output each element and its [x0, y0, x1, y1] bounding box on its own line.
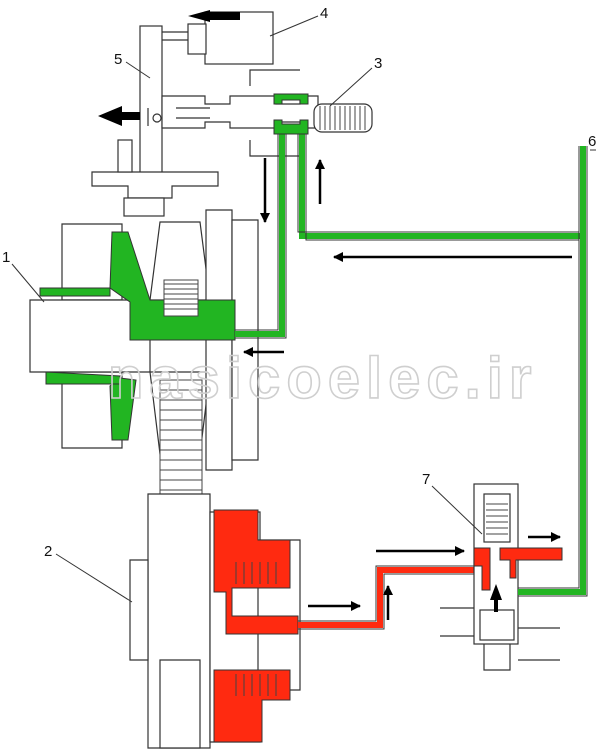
arrow-left-lever [98, 106, 140, 126]
drive-belt-upper [163, 279, 199, 317]
callout-3: 3 [374, 55, 382, 72]
pressure-regulator-7 [440, 483, 563, 671]
secondary-springs [235, 562, 277, 696]
leader-lines [11, 15, 596, 603]
callout-6: 6 [588, 133, 596, 150]
arrow-left-actuator [188, 10, 240, 22]
lever-5 [139, 25, 163, 189]
feed-line-6 [297, 128, 588, 597]
callout-7: 7 [422, 471, 430, 488]
flow-arrows [98, 10, 572, 620]
callout-5: 5 [114, 51, 122, 68]
watermark-text: nasicoelec.ir [108, 346, 537, 411]
arrow-up-regulator [490, 584, 502, 612]
callout-2: 2 [44, 543, 52, 560]
secondary-oil-chamber [213, 509, 474, 743]
callout-4: 4 [320, 5, 328, 22]
actuator-4 [160, 11, 274, 65]
valve-ports [273, 93, 309, 135]
callout-1: 1 [2, 249, 10, 266]
valve-spring-3 [313, 103, 373, 133]
shift-linkage [91, 139, 219, 217]
primary-oil-chamber [39, 124, 287, 441]
control-valve-spool [161, 69, 319, 157]
